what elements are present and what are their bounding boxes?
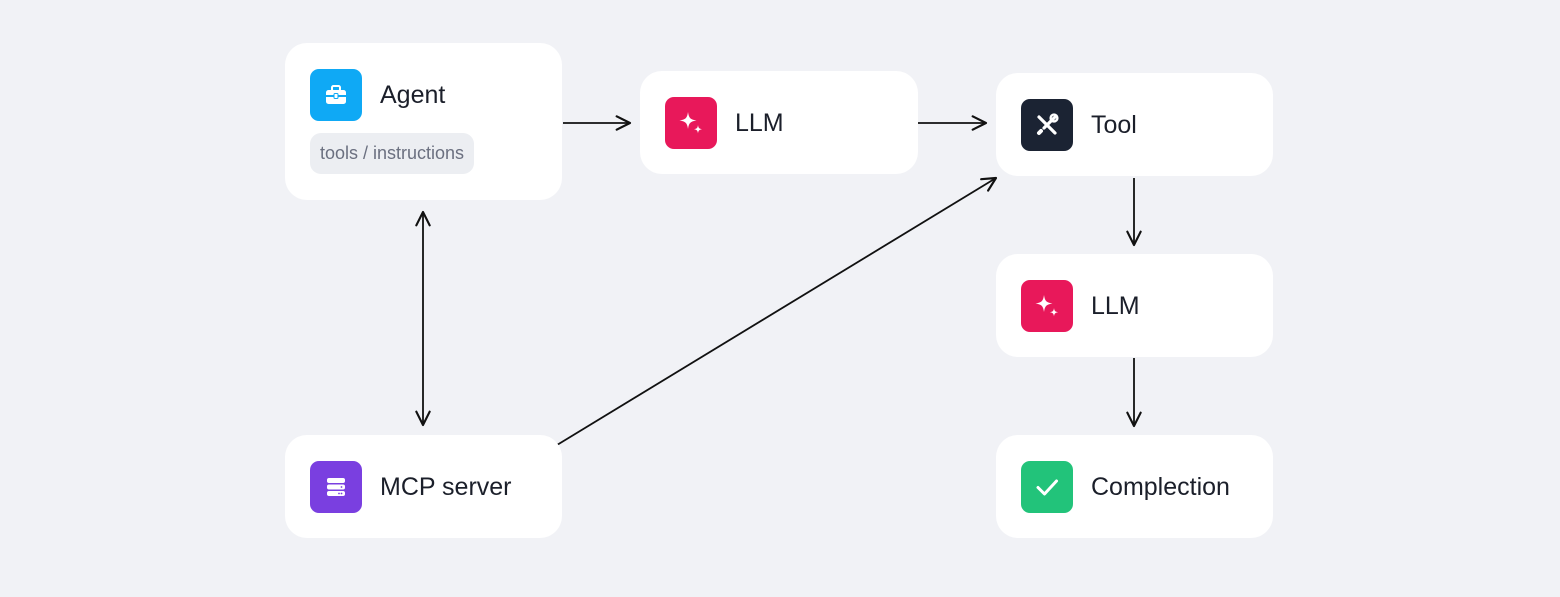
agent-node[interactable]: Agent tools / instructions xyxy=(285,43,562,200)
mcp-server-node[interactable]: MCP server xyxy=(285,435,562,538)
llm-right-node[interactable]: LLM xyxy=(996,254,1273,357)
llm-top-label: LLM xyxy=(735,108,784,137)
edge-mcp-to-tool xyxy=(556,176,998,446)
tool-label: Tool xyxy=(1091,110,1137,139)
llm-top-node[interactable]: LLM xyxy=(640,71,918,174)
tools-icon xyxy=(1021,99,1073,151)
agent-label: Agent xyxy=(380,80,446,109)
completion-node[interactable]: Complection xyxy=(996,435,1273,538)
llm-right-label: LLM xyxy=(1091,291,1140,320)
mcp-server-label: MCP server xyxy=(380,472,512,501)
checkmark-icon xyxy=(1021,461,1073,513)
tool-node[interactable]: Tool xyxy=(996,73,1273,176)
tools-instructions-chip: tools / instructions xyxy=(310,133,475,174)
completion-label: Complection xyxy=(1091,472,1230,501)
server-icon xyxy=(310,461,362,513)
sparkle-icon xyxy=(1021,280,1073,332)
briefcase-icon xyxy=(310,69,362,121)
sparkle-icon xyxy=(665,97,717,149)
